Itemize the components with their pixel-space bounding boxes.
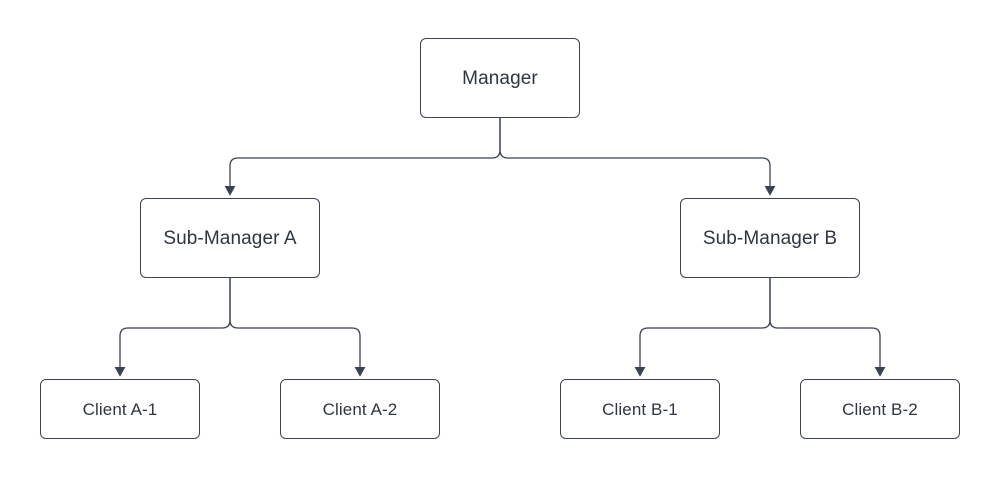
edge-sub-a-client-a-2 <box>229 278 366 377</box>
node-manager[interactable]: Manager <box>420 38 580 118</box>
node-label: Sub-Manager B <box>702 227 838 249</box>
node-label: Client A-1 <box>82 399 158 419</box>
node-label: Manager <box>462 67 538 89</box>
node-client-a-2[interactable]: Client A-2 <box>280 379 440 439</box>
edge-manager-sub-b <box>499 118 776 196</box>
node-label: Client B-1 <box>602 399 678 419</box>
node-label: Client B-2 <box>842 399 918 419</box>
edge-sub-a-client-a-1 <box>114 278 231 377</box>
edge-sub-b-client-b-2 <box>769 278 886 377</box>
edge-sub-b-client-b-1 <box>634 278 771 377</box>
node-label: Client A-2 <box>322 399 398 419</box>
edge-manager-sub-a <box>224 118 501 196</box>
node-client-b-1[interactable]: Client B-1 <box>560 379 720 439</box>
node-label: Sub-Manager A <box>163 227 297 249</box>
node-client-a-1[interactable]: Client A-1 <box>40 379 200 439</box>
node-client-b-2[interactable]: Client B-2 <box>800 379 960 439</box>
node-sub-manager-b[interactable]: Sub-Manager B <box>680 198 860 278</box>
node-sub-manager-a[interactable]: Sub-Manager A <box>140 198 320 278</box>
